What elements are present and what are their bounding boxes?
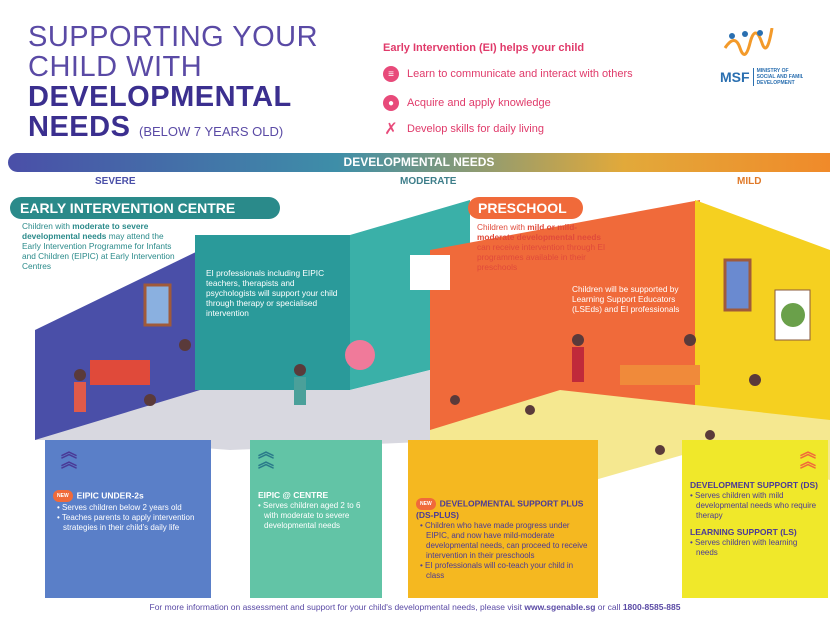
- level-mild: MILD: [737, 176, 762, 187]
- logo-name: MINISTRY OF: [756, 68, 789, 74]
- programme-bullet: Serves children with learning needs: [695, 538, 820, 558]
- logo-name: DEVELOPMENT: [756, 80, 795, 86]
- preschool-support: Children will be supported by Learning S…: [572, 284, 680, 314]
- title-line: NEEDS: [28, 111, 131, 143]
- level-severe: SEVERE: [95, 176, 136, 187]
- table-icon: [620, 365, 700, 385]
- developmental-needs-bar: DEVELOPMENTAL NEEDS: [8, 153, 830, 172]
- programme-bullet: Serves children below 2 years old: [62, 503, 203, 513]
- programme-bullet: EI professionals will co-teach your chil…: [425, 561, 590, 581]
- ei-heading: Early Intervention (EI) helps your child: [383, 42, 585, 54]
- ei-item: ≡ Learn to communicate and interact with …: [383, 66, 633, 82]
- level-moderate: MODERATE: [400, 176, 457, 187]
- programme-bullet: Serves children aged 2 to 6 with moderat…: [263, 501, 374, 531]
- desc-bold: mild or mild-moderate developmental need…: [477, 222, 602, 242]
- eic-title: EARLY INTERVENTION CENTRE: [10, 197, 280, 219]
- msf-logo-figure-icon: [723, 27, 774, 56]
- programme-title: EIPIC UNDER-2s: [76, 490, 144, 501]
- table-icon: [90, 360, 150, 385]
- programme-ds-ls: ︽︽ DEVELOPMENT SUPPORT (DS) Serves child…: [682, 440, 828, 598]
- footer: For more information on assessment and s…: [0, 602, 830, 612]
- ei-item-label: Acquire and apply knowledge: [407, 97, 551, 109]
- footer-text: For more information on assessment and s…: [149, 602, 525, 612]
- ei-item-label: Learn to communicate and interact with o…: [407, 68, 633, 80]
- ei-item: ✗ Develop skills for daily living: [383, 121, 544, 138]
- programme-title: DEVELOPMENT SUPPORT (DS): [690, 480, 818, 490]
- programme-bullet: Teaches parents to apply intervention st…: [62, 513, 203, 533]
- preschool-description: Children with mild or mild-moderate deve…: [477, 222, 612, 272]
- classroom-illustration: [35, 200, 830, 490]
- age-note: (BELOW 7 YEARS OLD): [138, 124, 284, 139]
- desc-bold: moderate to severe developmental needs: [22, 221, 149, 241]
- preschool-title: PRESCHOOL: [468, 197, 583, 219]
- eic-room-wall: [195, 235, 350, 390]
- speech-bubble-icon: ≡: [383, 66, 399, 82]
- eic-professionals: EI professionals including EIPIC teacher…: [206, 268, 338, 318]
- programme-title: EIPIC @ CENTRE: [258, 490, 329, 500]
- window-icon: [143, 283, 172, 327]
- programme-title: LEARNING SUPPORT (LS): [690, 527, 797, 537]
- programme-bullet: Children who have made progress under EI…: [425, 521, 590, 561]
- title-line: DEVELOPMENTAL: [28, 81, 292, 113]
- new-badge: NEW: [416, 498, 436, 510]
- desc-text: can receive intervention through EI prog…: [477, 242, 606, 272]
- footer-text: or call: [595, 602, 623, 612]
- phone-number[interactable]: 1800-8585-885: [622, 602, 681, 612]
- programme-eipic-centre: ︽︽ EIPIC @ CENTRE Serves children aged 2…: [250, 440, 382, 598]
- ei-item-label: Develop skills for daily living: [407, 123, 544, 135]
- head-brain-icon: ●: [383, 95, 399, 111]
- window-icon: [723, 258, 752, 312]
- desc-text: may attend the Early Intervention Progra…: [22, 231, 175, 271]
- desc-text: Children with: [22, 221, 73, 231]
- title-line: CHILD WITH: [28, 51, 203, 83]
- eic-description: Children with moderate to severe develop…: [22, 221, 182, 271]
- logo-name: SOCIAL AND FAMILY: [756, 74, 803, 80]
- chevron-up-icon: ︽︽: [258, 444, 275, 471]
- website-link[interactable]: www.sgenable.sg: [524, 602, 596, 612]
- eic-floor: [35, 360, 470, 450]
- preschool-wall: [695, 200, 830, 430]
- chevron-up-icon: ︽︽: [61, 444, 78, 471]
- page-title: SUPPORTING YOUR CHILD WITH DEVELOPMENTAL…: [28, 22, 318, 147]
- ei-item: ● Acquire and apply knowledge: [383, 95, 551, 111]
- programme-bullet: Serves children with mild developmental …: [695, 491, 820, 521]
- chevron-up-icon: ︽︽: [800, 444, 817, 471]
- people-figures: [74, 334, 761, 455]
- new-badge: NEW: [53, 490, 73, 502]
- logo-abbr: MSF: [720, 69, 750, 85]
- picture-icon: [410, 255, 450, 290]
- ball-icon: [345, 340, 375, 370]
- desc-text: Children with: [477, 222, 528, 232]
- programme-title: DEVELOPMENTAL SUPPORT PLUS (DS-PLUS): [416, 498, 584, 520]
- title-line: SUPPORTING YOUR: [28, 21, 319, 53]
- person-activity-icon: ✗: [384, 121, 398, 138]
